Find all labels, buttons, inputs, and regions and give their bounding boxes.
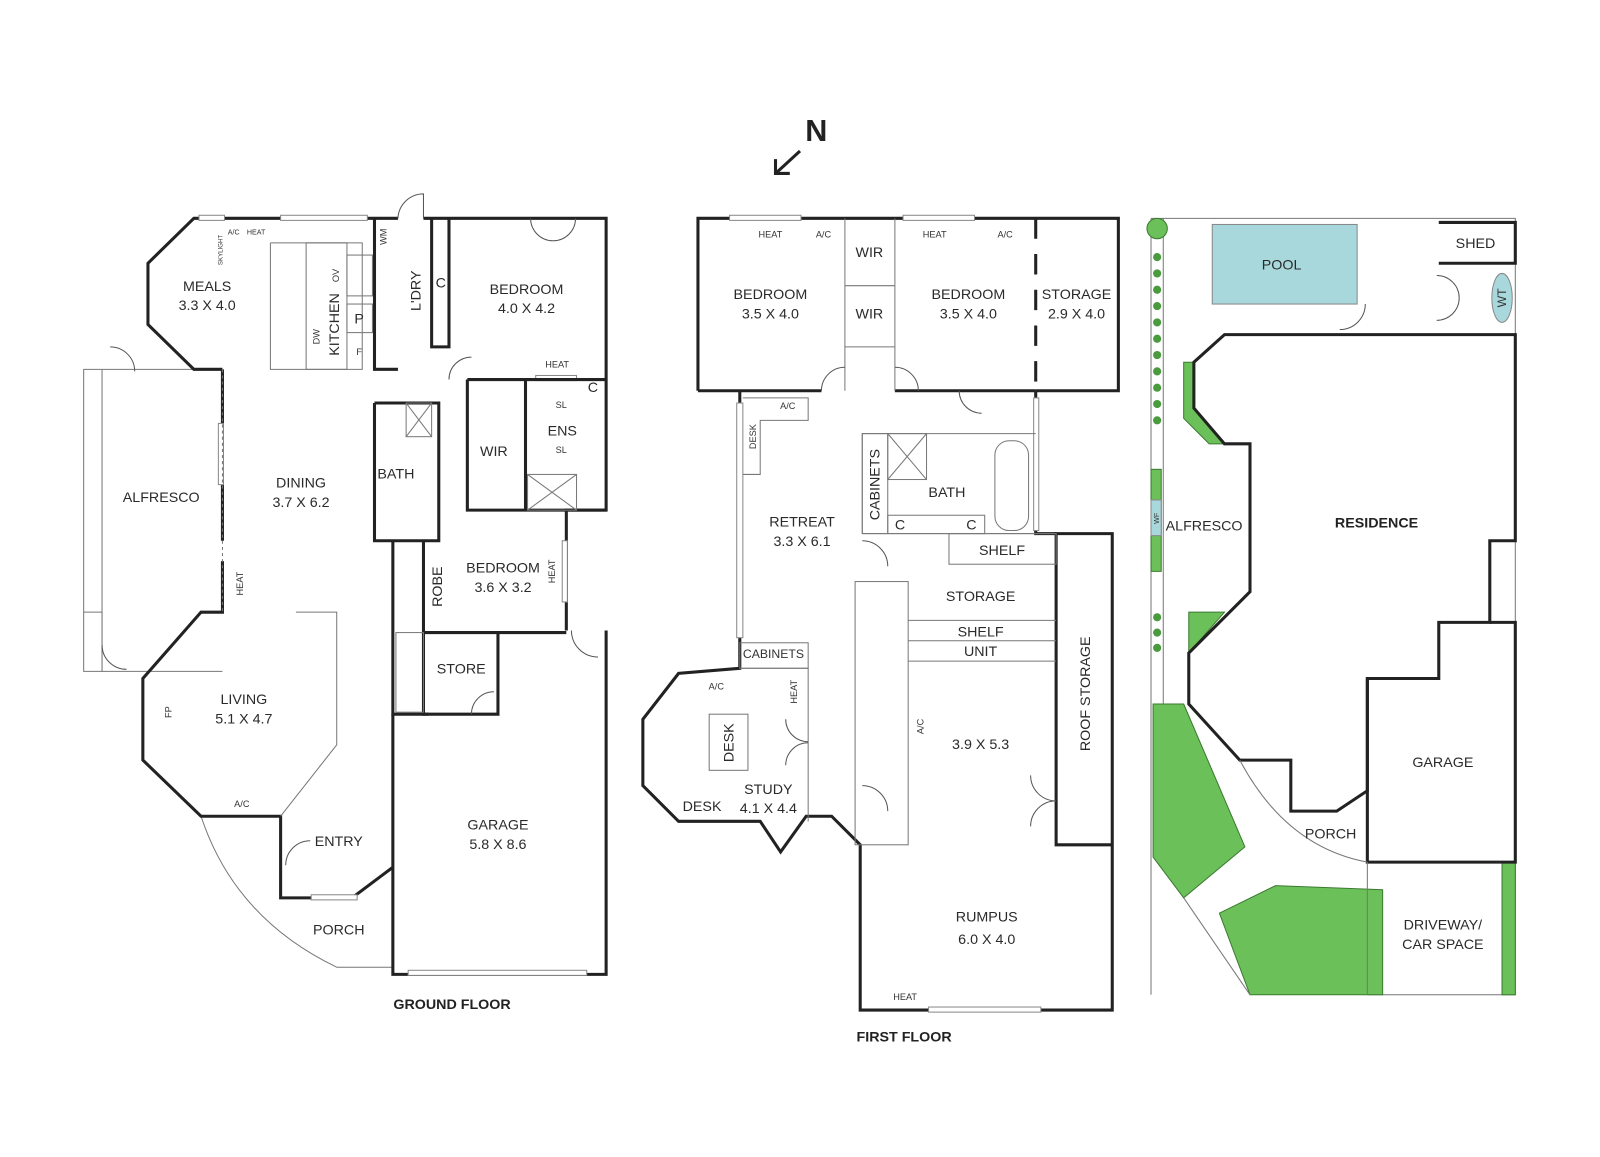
site-driveway: CAR SPACE	[1402, 937, 1483, 953]
room-garage: GARAGE	[467, 817, 528, 833]
room-porch: PORCH	[313, 923, 365, 939]
fixture-heat: HEAT	[893, 992, 917, 1002]
fixture-heat: HEAT	[247, 229, 266, 237]
site-driveway: DRIVEWAY/	[1404, 917, 1483, 933]
room-storage-1: STORAGE	[1042, 287, 1112, 303]
shelf: SHELF	[979, 543, 1025, 559]
room-storage-2: STORAGE	[946, 589, 1016, 605]
room-roof-storage: ROOF STORAGE	[1078, 636, 1094, 751]
site-porch: PORCH	[1305, 827, 1357, 843]
shelf-unit: SHELF	[958, 625, 1004, 641]
room-bedroom-2: BEDROOM	[466, 560, 540, 576]
fixture-heat: HEAT	[545, 359, 569, 369]
room-size: 3.9 X 5.3	[952, 737, 1009, 753]
room-ensuite: ENS	[548, 424, 577, 440]
pool	[1211, 223, 1358, 305]
room-bedroom-1: BEDROOM	[490, 282, 564, 298]
fixture-heat: HEAT	[547, 559, 557, 583]
cabinets: CABINETS	[743, 647, 804, 661]
room-living: LIVING	[220, 692, 267, 708]
fixture-heat: HEAT	[789, 679, 799, 703]
room-storage-1-size: 2.9 X 4.0	[1048, 306, 1105, 322]
cabinets: CABINETS	[868, 449, 884, 520]
fixture-heat: HEAT	[923, 230, 947, 240]
room-dining-size: 3.7 X 6.2	[272, 495, 329, 511]
first-floor-title: FIRST FLOOR	[857, 1030, 953, 1046]
fixture-ac: A/C	[915, 718, 925, 734]
ground-floor-plan: MEALS 3.3 X 4.0 KITCHEN L'DRY BEDROOM 4.…	[83, 193, 608, 1013]
room-bedroom-1-size: 3.5 X 4.0	[742, 306, 799, 322]
fixture-ac: A/C	[709, 682, 725, 692]
room-retreat: RETREAT	[769, 514, 835, 530]
room-store: STORE	[437, 661, 486, 677]
site-wf: WF	[1153, 512, 1161, 524]
room-wir-2: WIR	[856, 306, 884, 322]
fixture-fridge: F	[356, 347, 362, 357]
room-bath: BATH	[928, 485, 965, 501]
room-meals: MEALS	[183, 279, 231, 295]
fixture-fireplace: FP	[163, 706, 173, 718]
room-study-size: 4.1 X 4.4	[740, 801, 797, 817]
fixture-cupboard: C	[966, 518, 976, 534]
room-garage-size: 5.8 X 8.6	[469, 837, 526, 853]
site-garage: GARAGE	[1412, 755, 1473, 771]
fixture-wm: WM	[379, 229, 389, 245]
north-label: N	[805, 114, 827, 148]
desk: DESK	[683, 799, 722, 815]
shelf-unit: UNIT	[964, 644, 998, 660]
room-bedroom-1-size: 4.0 X 4.2	[498, 301, 555, 317]
room-wir-1: WIR	[856, 245, 884, 261]
site-plan: POOL SHED WT WF ALFRESCO RESIDENCE GARAG…	[1146, 217, 1517, 996]
fixture-sl: SL	[556, 445, 567, 455]
site-pool: POOL	[1262, 257, 1302, 273]
fixture-cupboard: C	[895, 518, 905, 534]
fixture-ac: A/C	[780, 401, 796, 411]
room-bath: BATH	[377, 467, 414, 483]
fixture-cupboard: C	[588, 380, 598, 396]
site-alfresco: ALFRESCO	[1166, 519, 1243, 535]
room-robe: ROBE	[430, 566, 446, 606]
room-rumpus-size: 6.0 X 4.0	[958, 932, 1015, 948]
site-residence: RESIDENCE	[1335, 515, 1418, 531]
fixture-heat: HEAT	[759, 230, 783, 240]
site-water-tank: WT	[1495, 288, 1509, 308]
fixture-pantry: P	[354, 311, 364, 327]
desk: DESK	[722, 723, 738, 762]
fixture-dishwasher: DW	[311, 329, 321, 345]
room-study: STUDY	[744, 782, 793, 798]
fixture-cupboard: C	[436, 276, 446, 292]
room-bedroom-2: BEDROOM	[932, 287, 1006, 303]
fixture-sl: SL	[556, 400, 567, 410]
room-bedroom-2-size: 3.5 X 4.0	[940, 306, 997, 322]
room-rumpus: RUMPUS	[956, 909, 1018, 925]
room-retreat-size: 3.3 X 6.1	[773, 534, 830, 550]
room-meals-size: 3.3 X 4.0	[179, 298, 236, 314]
ground-floor-title: GROUND FLOOR	[393, 997, 511, 1013]
room-entry: ENTRY	[315, 834, 364, 850]
room-bedroom-2-size: 3.6 X 3.2	[475, 580, 532, 596]
fixture-ac: A/C	[234, 799, 250, 809]
room-bedroom-1: BEDROOM	[734, 287, 808, 303]
desk: DESK	[748, 423, 758, 449]
room-alfresco: ALFRESCO	[123, 490, 200, 506]
fixture-oven: OV	[331, 268, 341, 282]
north-arrow-icon: N	[773, 114, 827, 175]
room-living-size: 5.1 X 4.7	[215, 711, 272, 727]
room-kitchen: KITCHEN	[327, 293, 343, 356]
fixture-ac: A/C	[997, 230, 1013, 240]
room-laundry: L'DRY	[408, 270, 424, 311]
fixture-heat: HEAT	[235, 571, 245, 595]
room-wir: WIR	[480, 444, 508, 460]
room-dining: DINING	[276, 476, 326, 492]
fixture-ac: A/C	[228, 229, 240, 237]
fixture-ac: A/C	[816, 230, 832, 240]
fixture-skylight: SKYLIGHT	[217, 235, 224, 265]
first-floor-plan: BEDROOM 3.5 X 4.0 WIR WIR BEDROOM 3.5 X …	[641, 214, 1120, 1046]
site-shed: SHED	[1456, 236, 1496, 252]
